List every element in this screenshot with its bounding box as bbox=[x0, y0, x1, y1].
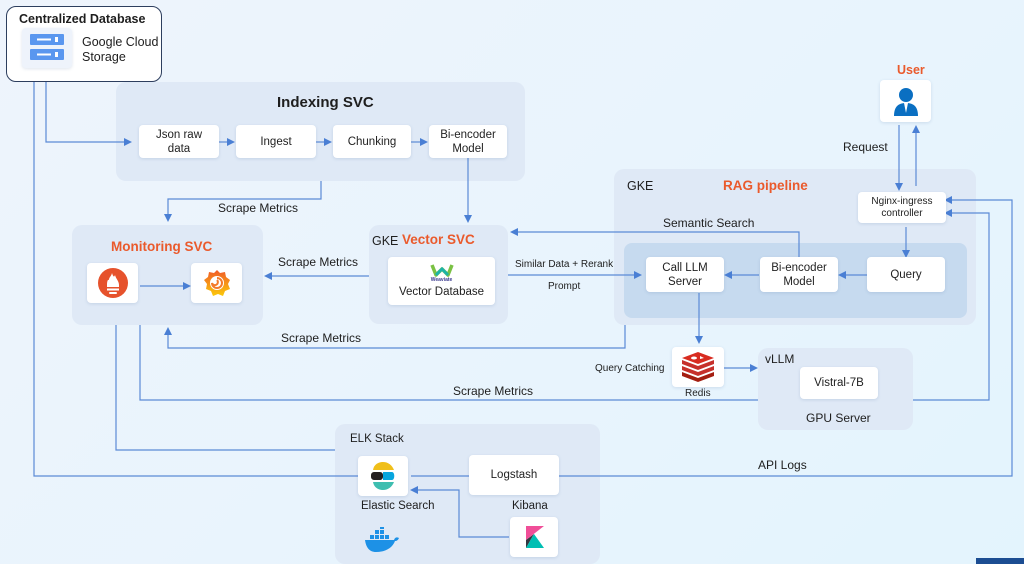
node-label: Vistral-7B bbox=[814, 377, 864, 389]
gpu-server-label: GPU Server bbox=[806, 411, 871, 425]
edge-gpu-scrape bbox=[139, 325, 758, 401]
corner-badge bbox=[976, 558, 1024, 564]
node-label: Query bbox=[890, 268, 922, 281]
vllm-title: vLLM bbox=[765, 352, 795, 366]
node-label: Call LLM bbox=[662, 261, 708, 274]
node-label: Bi-encoder bbox=[771, 261, 827, 274]
vector-svc-title: Vector SVC bbox=[402, 232, 475, 247]
chunking-node[interactable]: Chunking bbox=[333, 125, 411, 158]
kibana-icon bbox=[526, 526, 544, 548]
grafana-icon bbox=[203, 270, 230, 296]
node-label: Model bbox=[452, 142, 484, 155]
edge-label-scrape-metrics-vector: Scrape Metrics bbox=[278, 255, 359, 269]
edge-label-scrape-metrics-gpu: Scrape Metrics bbox=[453, 384, 534, 398]
logstash-node[interactable]: Logstash bbox=[469, 455, 559, 495]
gcs-icon-card bbox=[22, 28, 72, 68]
elk-stack-title: ELK Stack bbox=[350, 433, 404, 445]
edge-label-api-logs: API Logs bbox=[758, 458, 807, 472]
rag-pipeline-title: RAG pipeline bbox=[723, 178, 808, 193]
node-label: Ingest bbox=[260, 135, 292, 148]
edge-label-query-caching: Query Catching bbox=[595, 363, 665, 374]
edge-rag-scrape bbox=[164, 325, 626, 349]
edge-label-semantic-search: Semantic Search bbox=[663, 216, 755, 230]
kibana-card[interactable] bbox=[510, 517, 558, 557]
docker-icon-wrapper bbox=[364, 525, 400, 558]
edge-label-similar-data: Similar Data + Rerank bbox=[515, 259, 614, 270]
gcs-label-line2: Storage bbox=[82, 50, 126, 64]
centralized-database-title: Centralized Database bbox=[19, 12, 146, 26]
edge-label-scrape-metrics-indexing: Scrape Metrics bbox=[218, 201, 299, 215]
vistral-7b-node[interactable]: Vistral-7B bbox=[800, 367, 878, 399]
node-label: Bi-encoder bbox=[440, 128, 496, 141]
vector-database-label: Vector Database bbox=[398, 286, 485, 298]
indexing-svc-title: Indexing SVC bbox=[277, 94, 374, 111]
edge-kibana-to-elastic bbox=[410, 486, 509, 538]
gcs-label-line1: Google Cloud bbox=[82, 35, 159, 49]
edge-indexing-scrape bbox=[164, 181, 322, 222]
docker-icon bbox=[365, 525, 399, 552]
elasticsearch-card[interactable] bbox=[358, 456, 408, 496]
prometheus-icon bbox=[97, 268, 128, 298]
redis-icon bbox=[682, 352, 714, 382]
redis-label: Redis bbox=[685, 388, 711, 399]
user-icon bbox=[893, 88, 918, 116]
node-label: controller bbox=[881, 207, 923, 219]
node-label: Model bbox=[783, 275, 815, 288]
node-label: data bbox=[167, 142, 191, 155]
user-card[interactable] bbox=[880, 80, 931, 122]
edge-semantic-search bbox=[510, 228, 800, 259]
edge-gpu-to-nginx bbox=[913, 209, 990, 401]
monitoring-svc-title: Monitoring SVC bbox=[111, 239, 213, 254]
edge-label-request: Request bbox=[843, 140, 888, 154]
vector-database-node[interactable]: Weaviate Vector Database bbox=[388, 257, 495, 305]
ingest-node[interactable]: Ingest bbox=[236, 125, 316, 158]
edge-api-logs bbox=[559, 196, 1013, 477]
node-label: Json raw bbox=[155, 128, 203, 141]
prometheus-card[interactable] bbox=[87, 263, 138, 303]
user-title: User bbox=[897, 63, 925, 77]
kibana-label: Kibana bbox=[512, 500, 548, 512]
edge-elastic-to-gcs bbox=[30, 72, 358, 477]
edge-monitoring-to-elk bbox=[115, 325, 335, 451]
weaviate-logo-text: Weaviate bbox=[430, 277, 453, 283]
weaviate-logo-icon bbox=[429, 264, 454, 277]
vector-svc-prefix: GKE bbox=[372, 234, 399, 248]
server-storage-icon bbox=[30, 34, 64, 60]
query-node[interactable]: Query bbox=[867, 257, 945, 292]
grafana-card[interactable] bbox=[191, 263, 242, 303]
redis-card[interactable] bbox=[672, 347, 724, 387]
edge-label-scrape-metrics-rag: Scrape Metrics bbox=[281, 331, 362, 345]
node-label: Chunking bbox=[347, 135, 397, 148]
edge-gcs-to-json bbox=[45, 70, 132, 146]
elastic-search-label: Elastic Search bbox=[361, 500, 435, 512]
node-label: Logstash bbox=[490, 469, 538, 481]
rag-gke-prefix: GKE bbox=[627, 179, 654, 193]
elasticsearch-icon bbox=[371, 462, 395, 490]
edge-label-prompt: Prompt bbox=[548, 281, 581, 292]
node-label: Nginx-ingress bbox=[871, 195, 933, 207]
node-label: Server bbox=[668, 275, 702, 288]
